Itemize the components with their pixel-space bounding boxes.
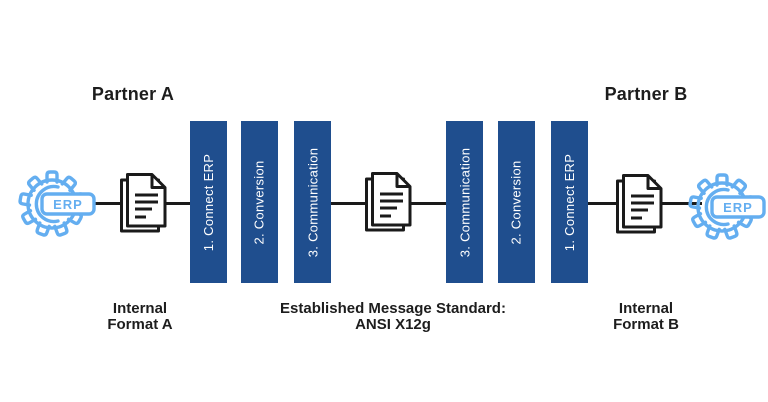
erp-gear-icon-left: ERP [18,168,96,240]
caption-internal-format-b: Internal Format B [566,301,726,333]
caption-line: Format B [613,316,679,333]
caption-line: Established Message Standard: [280,300,506,317]
step-bar-conversion-left: 2. Conversion [241,121,278,283]
caption-line: Internal [618,300,674,317]
step-bar-label: 3. Communication [305,147,321,257]
erp-label: ERP [53,197,83,212]
caption-line: Internal [112,300,168,317]
step-bar-label: 2. Conversion [252,159,268,245]
step-bar-communication-right: 3. Communication [446,121,483,283]
step-bar-label: 1. Connect ERP [562,153,578,251]
document-icon-internal-a [118,171,170,235]
step-bar-communication-left: 3. Communication [294,121,331,283]
step-bar-label: 2. Conversion [509,159,525,245]
step-bar-connect-erp-left: 1. Connect ERP [190,121,227,283]
caption-line: Format A [107,316,173,333]
partner-b-title: Partner B [604,84,688,104]
erp-label: ERP [723,200,753,215]
partner-a-title: Partner A [91,84,175,104]
document-icon-message-standard [363,170,415,234]
erp-gear-icon-right: ERP [688,171,766,243]
step-bar-label: 3. Communication [457,147,473,257]
document-icon-internal-b [614,172,666,236]
caption-internal-format-a: Internal Format A [60,301,220,333]
step-bar-label: 1. Connect ERP [201,153,217,251]
step-bar-conversion-right: 2. Conversion [498,121,535,283]
step-bar-connect-erp-right: 1. Connect ERP [551,121,588,283]
caption-message-standard: Established Message Standard: ANSI X12g [263,301,523,333]
caption-line: ANSI X12g [355,316,431,333]
